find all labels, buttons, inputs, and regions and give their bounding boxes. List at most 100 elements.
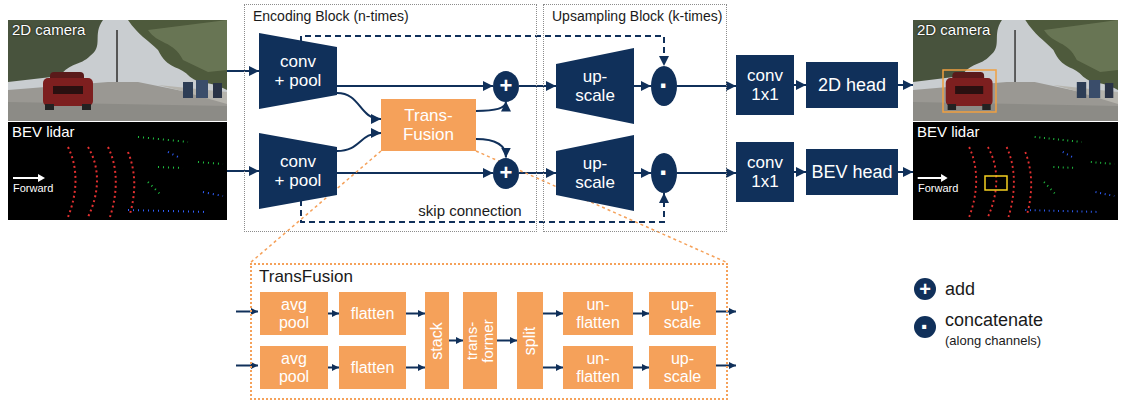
operator-circle: · (651, 66, 677, 106)
node-text: flatten (351, 305, 395, 323)
sensor-image: 2D camera (8, 20, 227, 121)
node-text: avg pool (271, 296, 317, 332)
connector (227, 70, 259, 72)
process-box: conv 1x1 (736, 55, 794, 115)
node-text: un-flatten (568, 350, 628, 386)
connector (337, 133, 381, 151)
process-box: BEV head (806, 149, 898, 195)
operator-circle: · (651, 153, 677, 193)
camera-image (8, 20, 227, 121)
detail-frame: TransFusion avg pool flatten avg pool flatte… (250, 263, 728, 400)
connector (677, 172, 736, 174)
trapezoid-fill (556, 48, 634, 124)
connector (794, 84, 806, 86)
node-text: BEV lidar (12, 123, 75, 140)
node-text: conv 1x1 (743, 153, 787, 191)
node-text: up-scale (659, 350, 707, 386)
legend-symbol: + (914, 278, 936, 300)
node-text: stack (429, 296, 446, 386)
node-text: · (659, 69, 669, 103)
vertical-box: stack (425, 292, 449, 389)
process-box: 2D head (806, 62, 898, 108)
trapezoid-layer: conv + pool (259, 33, 337, 109)
node-text: un-flatten (568, 296, 628, 332)
fusion-box: flatten (339, 292, 406, 335)
connector (633, 367, 649, 369)
connector (337, 85, 493, 87)
connector (497, 340, 517, 342)
node-text: conv + pool (274, 52, 323, 90)
legend-text: add (945, 279, 975, 300)
legend-text: concatenate (945, 310, 1043, 331)
connector (328, 367, 339, 369)
node-text: · (659, 156, 669, 190)
node-text: trans-former (464, 310, 496, 372)
fusion-box: up-scale (649, 346, 716, 389)
block-frame: Encoding Block (n-times) conv + pool conv … (244, 4, 537, 232)
operator-circle: + (493, 158, 519, 189)
fusion-box: up-scale (649, 292, 716, 335)
connector (227, 170, 259, 172)
trapezoid-layer: up-scale (556, 48, 634, 124)
trapezoid-fill (556, 135, 634, 211)
camera-image (913, 20, 1118, 121)
connector (898, 171, 913, 173)
node-text: Encoding Block (n-times) (253, 8, 409, 24)
legend-symbol: · (914, 316, 936, 338)
connector (519, 85, 556, 87)
node-text: + (500, 74, 513, 99)
connector (328, 313, 339, 315)
node-text: Trans-Fusion (389, 106, 469, 144)
connector (633, 313, 649, 315)
connector (476, 102, 506, 112)
fusion-box: Trans-Fusion (381, 99, 476, 151)
node-text: conv + pool (274, 152, 323, 190)
connector (406, 313, 425, 315)
connector (337, 93, 381, 119)
connector (543, 367, 563, 369)
connector (449, 340, 463, 342)
detection-box (985, 176, 1007, 190)
trapezoid-layer: conv + pool (259, 133, 337, 209)
trapezoid-fill (259, 33, 337, 109)
node-text: 2D camera (917, 21, 990, 38)
fusion-box: un-flatten (563, 346, 633, 389)
node-text: up-scale (659, 296, 707, 332)
connector (406, 367, 425, 369)
node-text: + (500, 161, 513, 186)
edge-label: skip connection (415, 202, 524, 220)
process-box: conv 1x1 (736, 142, 794, 202)
connector (543, 313, 563, 315)
operator-circle: + (493, 71, 519, 102)
sensor-image: 2D camera (913, 20, 1118, 121)
node-text: Forward (918, 182, 958, 194)
connector (519, 172, 556, 174)
vertical-box: trans-former (463, 292, 497, 389)
node-text: BEV lidar (917, 123, 980, 140)
fusion-box: avg pool (260, 292, 328, 335)
connector (476, 139, 506, 158)
connector (634, 172, 651, 174)
note-label: (along channels) (945, 333, 1041, 348)
fusion-box: un-flatten (563, 292, 633, 335)
connector (898, 84, 913, 86)
node-text: Forward (13, 182, 53, 194)
vertical-box: split (517, 292, 543, 389)
fusion-box: flatten (339, 346, 406, 389)
node-text: split (522, 296, 539, 386)
sensor-image: BEV lidarForward (8, 122, 227, 220)
node-text: avg pool (271, 350, 317, 386)
fusion-box: avg pool (260, 346, 328, 389)
connector (634, 85, 651, 87)
trapezoid-layer: up-scale (556, 135, 634, 211)
detection-box (943, 70, 996, 112)
node-text: BEV head (811, 162, 892, 182)
node-text: 2D head (818, 75, 886, 95)
node-text: conv 1x1 (743, 66, 787, 104)
connector (337, 172, 493, 174)
trapezoid-fill (259, 133, 337, 209)
node-text: up-scale (570, 67, 620, 105)
lidar-image (8, 122, 227, 220)
node-text: TransFusion (259, 267, 353, 287)
